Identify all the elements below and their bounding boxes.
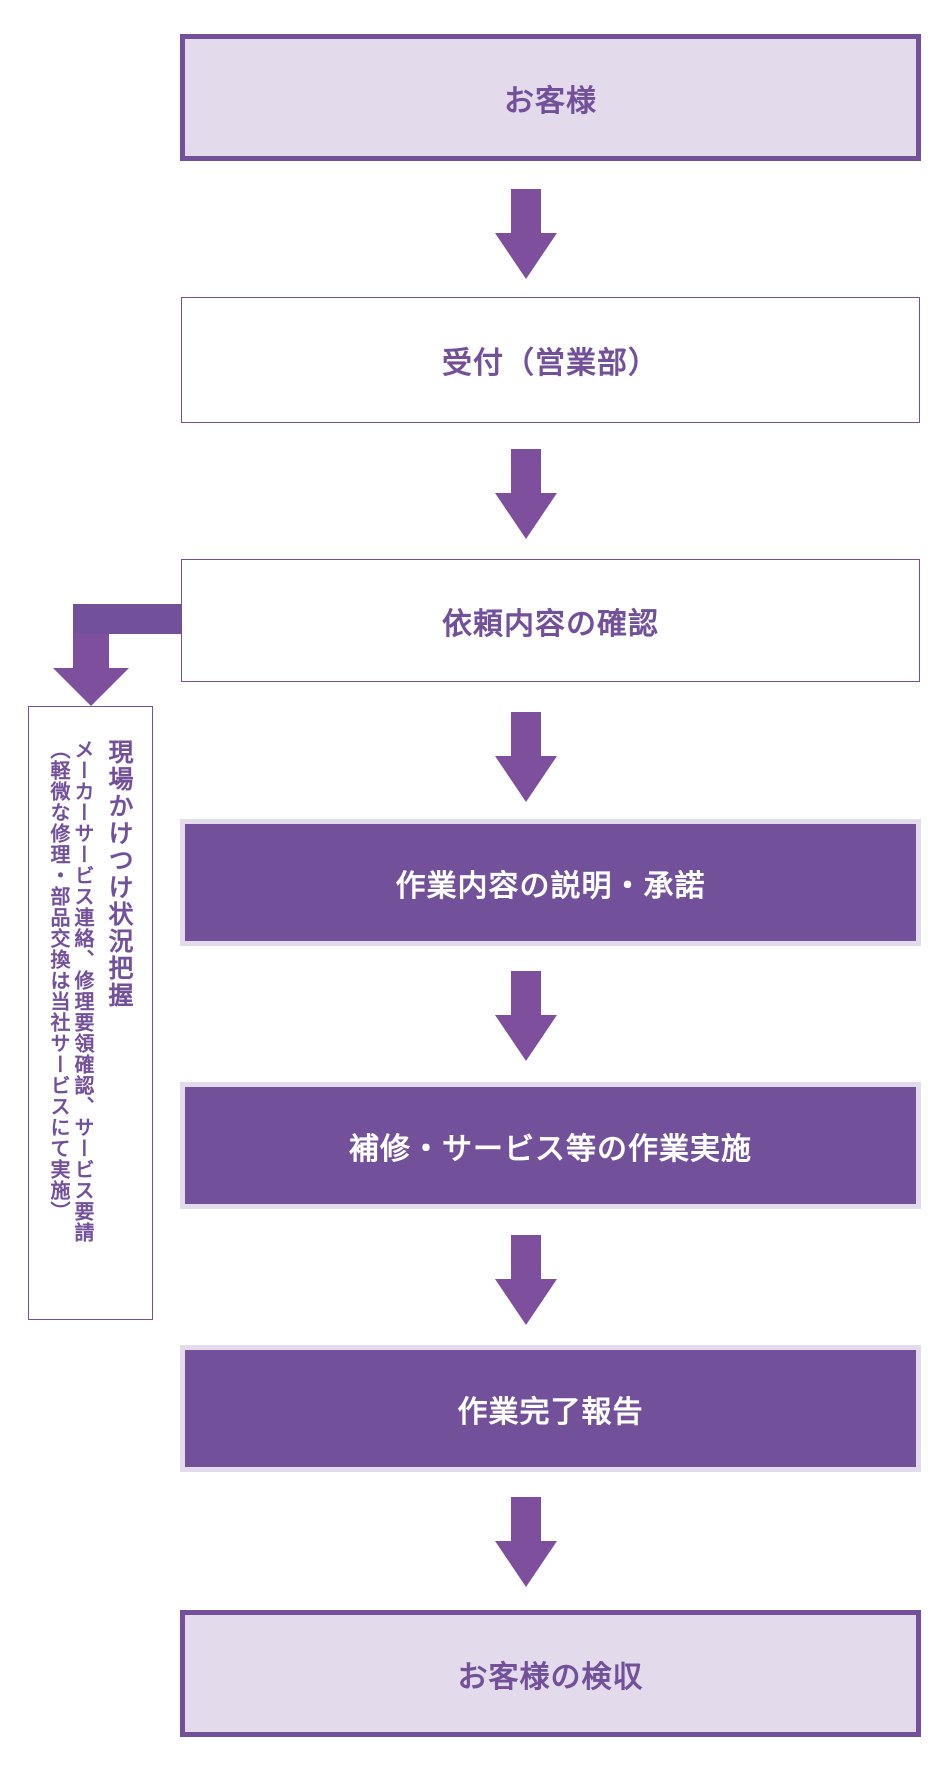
arrow-head: [495, 1015, 557, 1061]
down-arrow-icon: [495, 449, 557, 539]
down-arrow-icon: [495, 1497, 557, 1587]
step-label: 受付（営業部）: [442, 346, 659, 381]
step-label: お客様: [504, 83, 597, 119]
down-arrow-icon: [495, 1235, 557, 1325]
arrow-shaft: [511, 449, 541, 493]
step-completion-report: 作業完了報告: [180, 1345, 921, 1472]
step-work-execution: 補修・サービス等の作業実施: [180, 1082, 921, 1209]
arrow-head: [495, 493, 557, 539]
down-arrow-icon: [495, 189, 557, 279]
step-customer-acceptance: お客様の検収: [180, 1610, 921, 1737]
arrow-head: [495, 1279, 557, 1325]
elbow-connector-horizontal: [73, 604, 182, 634]
step-label: お客様の検収: [457, 1659, 644, 1695]
step-label: 依頼内容の確認: [442, 606, 659, 642]
branch-note-line: メーカーサービス連絡、修理要領確認、サービス要請: [71, 739, 95, 1243]
step-work-explanation-approval: 作業内容の説明・承諾: [180, 819, 921, 946]
arrow-shaft: [511, 1235, 541, 1279]
step-request-confirmation: 依頼内容の確認: [181, 559, 920, 682]
arrow-head: [495, 756, 557, 802]
step-customer: お客様: [180, 34, 921, 161]
arrow-shaft: [511, 1497, 541, 1541]
branch-note-box: 現場かけつけ状況把握 メーカーサービス連絡、修理要領確認、サービス要請 （軽微な…: [28, 706, 153, 1320]
branch-note-line: （軽微な修理・部品交換は当社サービスにて実施）: [47, 739, 71, 1222]
step-reception: 受付（営業部）: [181, 297, 920, 423]
elbow-down-arrow-icon: [53, 668, 129, 706]
down-arrow-icon: [495, 712, 557, 802]
step-label: 作業内容の説明・承諾: [395, 868, 706, 904]
arrow-shaft: [511, 712, 541, 756]
arrow-head: [495, 233, 557, 279]
arrow-shaft: [511, 971, 541, 1015]
down-arrow-icon: [495, 971, 557, 1061]
step-label: 補修・サービス等の作業実施: [349, 1131, 752, 1167]
arrow-shaft: [511, 189, 541, 233]
branch-note-title: 現場かけつけ状況把握: [105, 739, 134, 1009]
arrow-head: [495, 1541, 557, 1587]
elbow-connector-vertical: [73, 634, 109, 668]
step-label: 作業完了報告: [457, 1394, 644, 1430]
